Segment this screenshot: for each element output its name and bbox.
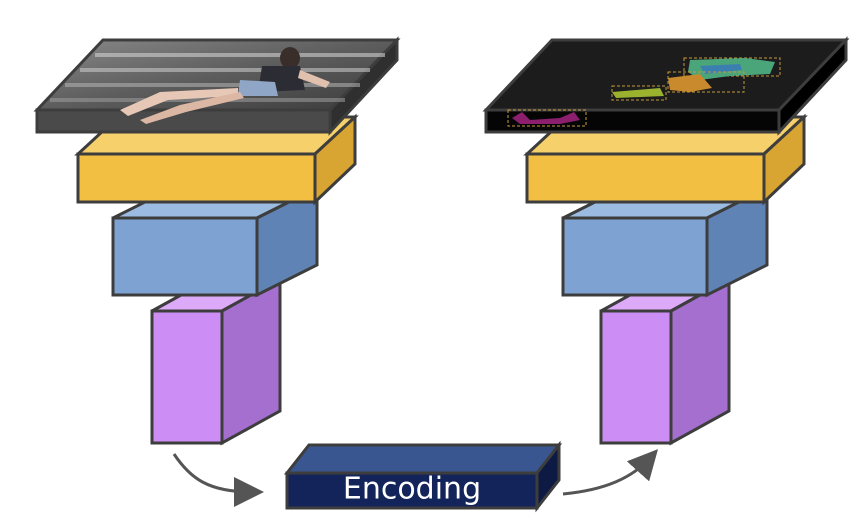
output-image-slab: [482, 36, 850, 136]
input-image-slab: [33, 36, 401, 136]
encoding-label: Encoding: [343, 472, 481, 507]
encoder-purple-block: [150, 276, 282, 446]
encoder-stack: [33, 36, 401, 446]
encoder-blue-block: [111, 185, 319, 298]
decoder-blue-block: [561, 185, 769, 298]
photo-person-icon: [120, 47, 330, 124]
decoder-stack: [482, 36, 850, 446]
segmentation-mask-icon: [507, 57, 781, 127]
encoding-block: Encoding: [283, 440, 563, 513]
photo-steps: [50, 53, 385, 102]
arrow-out-of-encoding: [562, 449, 659, 496]
decoder-purple-block: [599, 276, 731, 446]
arrow-into-encoding: [172, 453, 264, 507]
